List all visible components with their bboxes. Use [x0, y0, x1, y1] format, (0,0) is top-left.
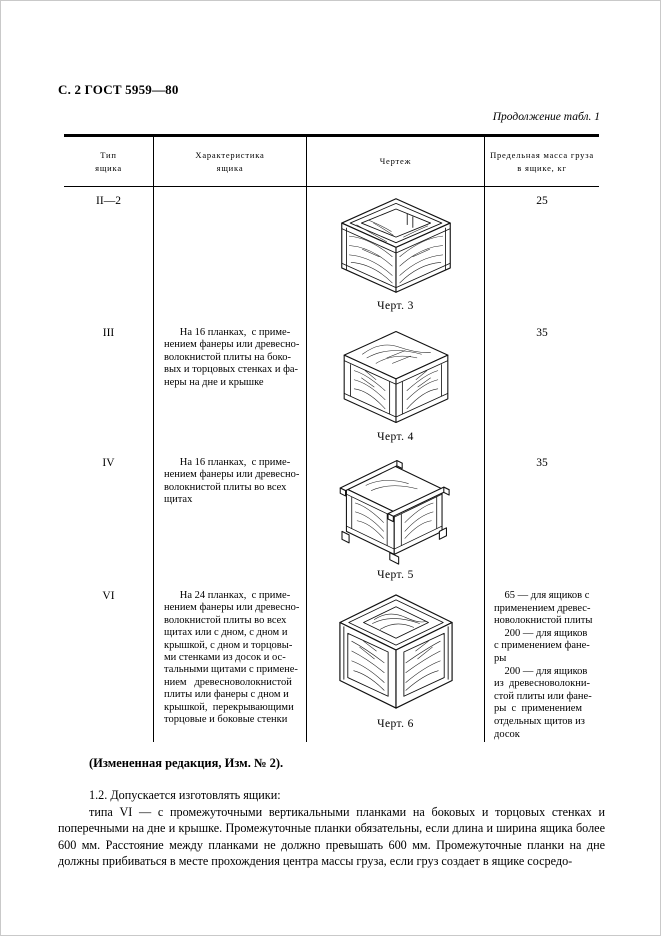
row-3-type: IV — [102, 457, 115, 469]
amendment-note: (Измененная редакция, Изм. № 2). — [89, 756, 284, 770]
body-paragraph: типа VI — с промежуточными вертикальными… — [58, 804, 605, 869]
crate-protruding-battens-drawing — [339, 460, 450, 565]
figure-caption: Черт. 4 — [377, 431, 414, 443]
page-header: С. 2 ГОСТ 5959—80 — [58, 82, 179, 97]
column-header-characteristic: Характеристика ящика — [153, 137, 306, 187]
row-4-characteristic: На 24 планках, с приме- нением фанеры ил… — [153, 582, 306, 742]
clause-intro: 1.2. Допускается изготовлять ящики: — [89, 788, 281, 802]
row-2-characteristic: На 16 планках, с приме- нением фанеры ил… — [153, 319, 306, 449]
row-2-figure: Черт. 4 — [306, 319, 484, 449]
column-header-figure: Чертеж — [306, 137, 484, 187]
column-header-mass: Предельная масса груза в ящике, кг — [484, 137, 599, 187]
row-4-type: VI — [102, 590, 115, 602]
row-1-type: II—2 — [96, 195, 121, 207]
row-2-mass: 35 — [484, 319, 599, 449]
figure-caption: Черт. 3 — [377, 300, 414, 312]
column-header-type: Тип ящика — [64, 137, 153, 187]
row-1-characteristic — [153, 187, 306, 319]
clause-block: 1.2. Допускается изготовлять ящики: типа… — [58, 787, 605, 870]
crate-corner-planks-drawing — [343, 331, 448, 423]
row-1-figure: Черт. 3 — [306, 187, 484, 319]
figure-caption: Черт. 6 — [377, 718, 414, 730]
row-4-figure: Черт. 6 — [306, 582, 484, 742]
row-4-mass: 65 — для ящиков с применением древес- но… — [484, 582, 599, 742]
row-3-characteristic: На 16 планках, с приме- нением фанеры ил… — [153, 449, 306, 582]
figure-caption: Черт. 5 — [377, 569, 414, 581]
table-continuation-label: Продолжение табл. 1 — [492, 111, 600, 123]
crate-framed-panels-drawing — [338, 594, 453, 709]
row-3-mass: 35 — [484, 449, 599, 582]
crate-open-top-drawing — [340, 198, 451, 293]
row-1-mass: 25 — [484, 187, 599, 319]
box-types-table: Тип ящика Характеристика ящика Чертеж Пр… — [64, 134, 599, 742]
row-2-type: III — [102, 327, 115, 339]
row-3-figure: Черт. 5 — [306, 449, 484, 582]
